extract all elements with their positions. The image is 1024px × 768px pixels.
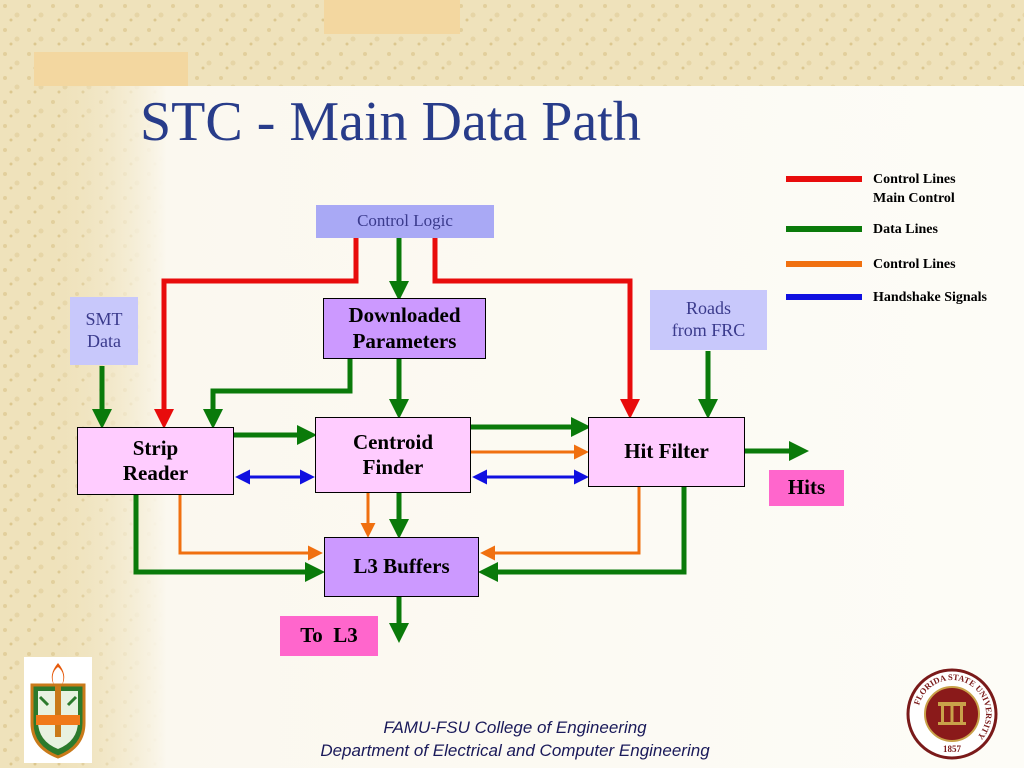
- smt-data-line1: SMT: [85, 309, 123, 330]
- downloaded-parameters-line2: Parameters: [352, 328, 457, 353]
- downloaded-parameters-line1: Downloaded: [348, 303, 461, 328]
- legend-label-control: Control Lines: [873, 257, 956, 272]
- wire-strip-to-l3: [133, 495, 325, 582]
- roads-line2: from FRC: [671, 320, 746, 340]
- roads-line1: Roads: [686, 298, 731, 319]
- wire-control-to-strip-reader: [154, 238, 359, 429]
- roads-from-frc-block: Roads from FRC: [650, 290, 767, 350]
- centroid-finder-block: Centroid Finder: [315, 417, 471, 493]
- wire-strip-control-to-l3: [178, 495, 323, 561]
- wire-hit-filter-control-to-l3: [480, 487, 641, 561]
- to-l3-label: To L3: [280, 616, 378, 656]
- famu-crest-icon: [24, 657, 92, 763]
- wire-params-to-strip-reader: [203, 359, 353, 429]
- hits-label: Hits: [769, 470, 844, 506]
- footer-department: Department of Electrical and Computer En…: [320, 741, 710, 760]
- downloaded-parameters-block: Downloaded Parameters: [323, 298, 486, 359]
- legend-label-control-main-line2: Main Control: [873, 191, 955, 206]
- smt-data-line2: Data: [87, 331, 121, 351]
- legend-label-handshake: Handshake Signals: [873, 290, 987, 305]
- footer-college: FAMU-FSU College of Engineering: [383, 718, 647, 737]
- legend-label-data: Data Lines: [873, 222, 938, 237]
- smt-data-block: SMT Data: [70, 297, 138, 365]
- legend-label-control-main-line1: Control Lines: [873, 172, 956, 187]
- wire-control-to-hit-filter: [432, 238, 640, 419]
- seal-year: 1857: [943, 744, 962, 754]
- strip-reader-line2: Reader: [122, 461, 189, 485]
- wire-hit-filter-to-l3: [478, 487, 687, 582]
- centroid-finder-line2: Finder: [362, 455, 424, 479]
- strip-reader-block: Strip Reader: [77, 427, 234, 495]
- control-logic-block: Control Logic: [316, 205, 494, 238]
- strip-reader-line1: Strip: [132, 435, 179, 460]
- legend-label-control-main: Control Lines Main Control: [873, 170, 956, 208]
- hit-filter-block: Hit Filter: [588, 417, 745, 487]
- l3-buffers-block: L3 Buffers: [324, 537, 479, 597]
- fsu-seal-icon: FLORIDA STATE UNIVERSITY 1857: [906, 668, 998, 760]
- centroid-finder-line1: Centroid: [352, 429, 434, 454]
- slide-title: STC - Main Data Path: [140, 91, 641, 153]
